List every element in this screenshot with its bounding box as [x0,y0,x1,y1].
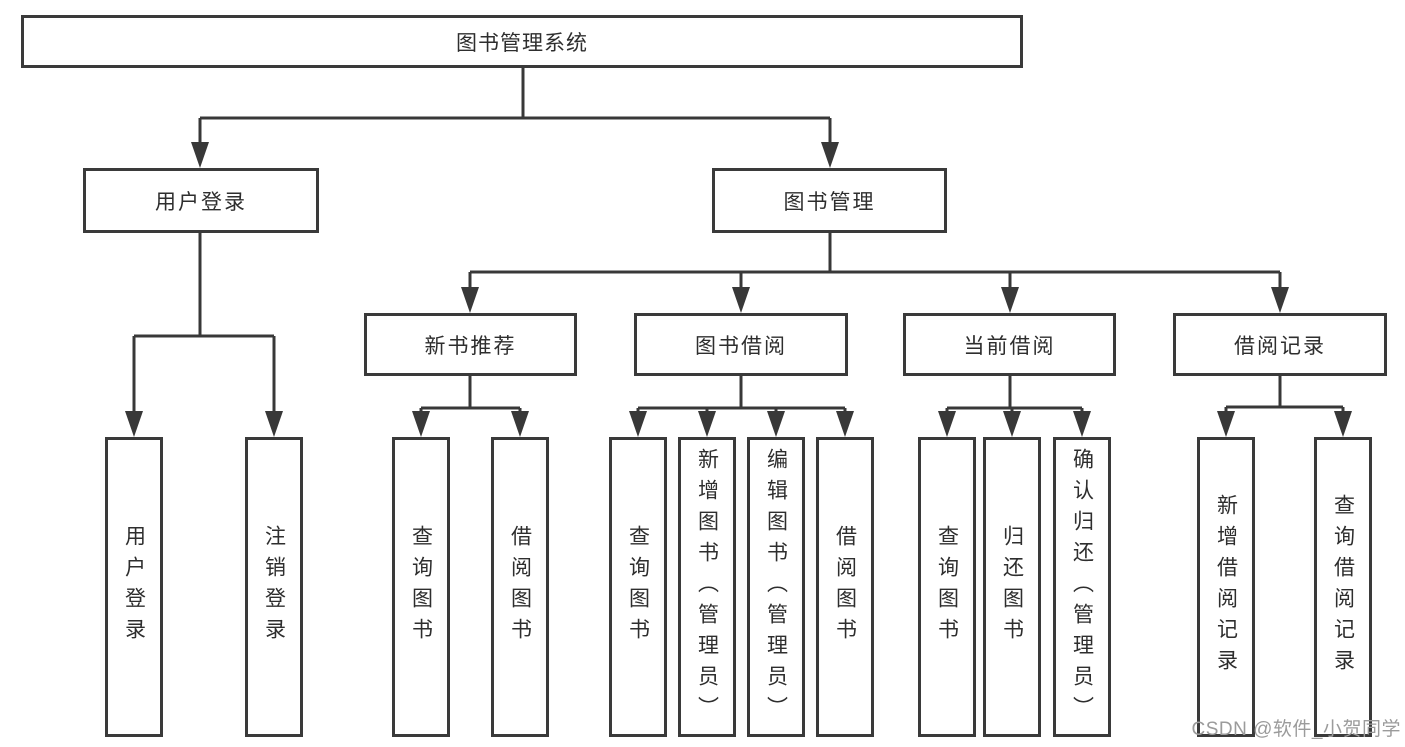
leaf-label: 新增借阅记录 [1214,494,1238,680]
leaf-query-books-recommend: 查询图书 [392,437,450,737]
connector-new-book-recommend [419,376,522,415]
leaf-borrow-books-recommend: 借阅图书 [491,437,549,737]
arrow-icon [732,287,750,313]
leaf-confirm-return-admin: 确认归还（管理员） [1053,437,1111,737]
leaf-query-books-current: 查询图书 [918,437,976,737]
node-library-management-system: 图书管理系统 [21,15,1023,68]
leaf-add-borrow-record: 新增借阅记录 [1197,437,1255,737]
leaf-label: 查询图书 [626,525,650,649]
leaf-label: 借阅图书 [833,525,857,649]
arrow-icon [767,411,785,437]
leaf-label: 注销登录 [262,525,286,649]
arrow-icon [1003,411,1021,437]
arrowheads [125,142,1352,437]
arrow-icon [698,411,716,437]
arrow-icon [1271,287,1289,313]
leaf-edit-book-admin: 编辑图书（管理员） [747,437,805,737]
arrow-icon [1073,411,1091,437]
leaf-label: 新增图书（管理员） [695,447,719,727]
connector-book-borrow [636,376,847,415]
csdn-watermark: CSDN @软件_小贺同学 [1191,719,1401,740]
arrow-icon [629,411,647,437]
connector-current-borrow [945,376,1084,415]
arrow-icon [821,142,839,168]
leaf-borrow-books: 借阅图书 [816,437,874,737]
leaf-user-login: 用户登录 [105,437,163,737]
arrow-icon [836,411,854,437]
leaf-return-book: 归还图书 [983,437,1041,737]
arrow-icon [125,411,143,437]
node-book-borrow: 图书借阅 [634,313,848,376]
connector-root [198,68,832,146]
leaf-label: 查询图书 [409,525,433,649]
arrow-icon [1334,411,1352,437]
arrow-icon [265,411,283,437]
connector-borrow-records [1224,376,1345,415]
arrow-icon [412,411,430,437]
leaf-label: 借阅图书 [508,525,532,649]
arrow-icon [461,287,479,313]
leaf-label: 归还图书 [1000,525,1024,649]
arrow-icon [1001,287,1019,313]
leaf-label: 确认归还（管理员） [1070,447,1094,727]
leaf-logout: 注销登录 [245,437,303,737]
connector-user-login [132,233,276,415]
node-user-login: 用户登录 [83,168,319,233]
leaf-label: 查询借阅记录 [1331,494,1355,680]
arrow-icon [191,142,209,168]
leaf-query-borrow-record: 查询借阅记录 [1314,437,1372,737]
arrow-icon [938,411,956,437]
leaf-label: 查询图书 [935,525,959,649]
node-current-borrow: 当前借阅 [903,313,1116,376]
leaf-add-book-admin: 新增图书（管理员） [678,437,736,737]
leaf-label: 编辑图书（管理员） [764,447,788,727]
node-book-management: 图书管理 [712,168,947,233]
node-new-book-recommend: 新书推荐 [364,313,577,376]
arrow-icon [1217,411,1235,437]
connector-book-management [468,233,1282,291]
node-borrow-records: 借阅记录 [1173,313,1387,376]
leaf-query-books-borrow: 查询图书 [609,437,667,737]
arrow-icon [511,411,529,437]
leaf-label: 用户登录 [122,525,146,649]
